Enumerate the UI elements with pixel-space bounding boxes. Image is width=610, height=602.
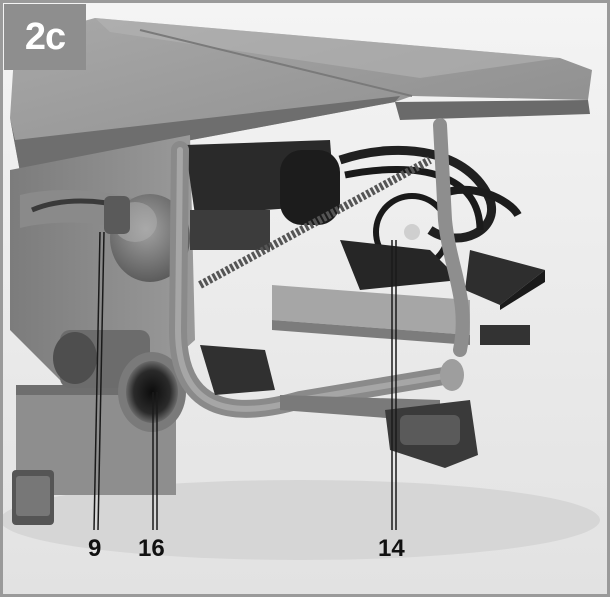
callout-label: 14 [378,535,405,562]
figure-badge-label: 2c [24,15,66,58]
callout-label: 16 [138,535,165,562]
callout-label: 9 [88,535,102,562]
figure-badge: 2c [4,4,86,70]
